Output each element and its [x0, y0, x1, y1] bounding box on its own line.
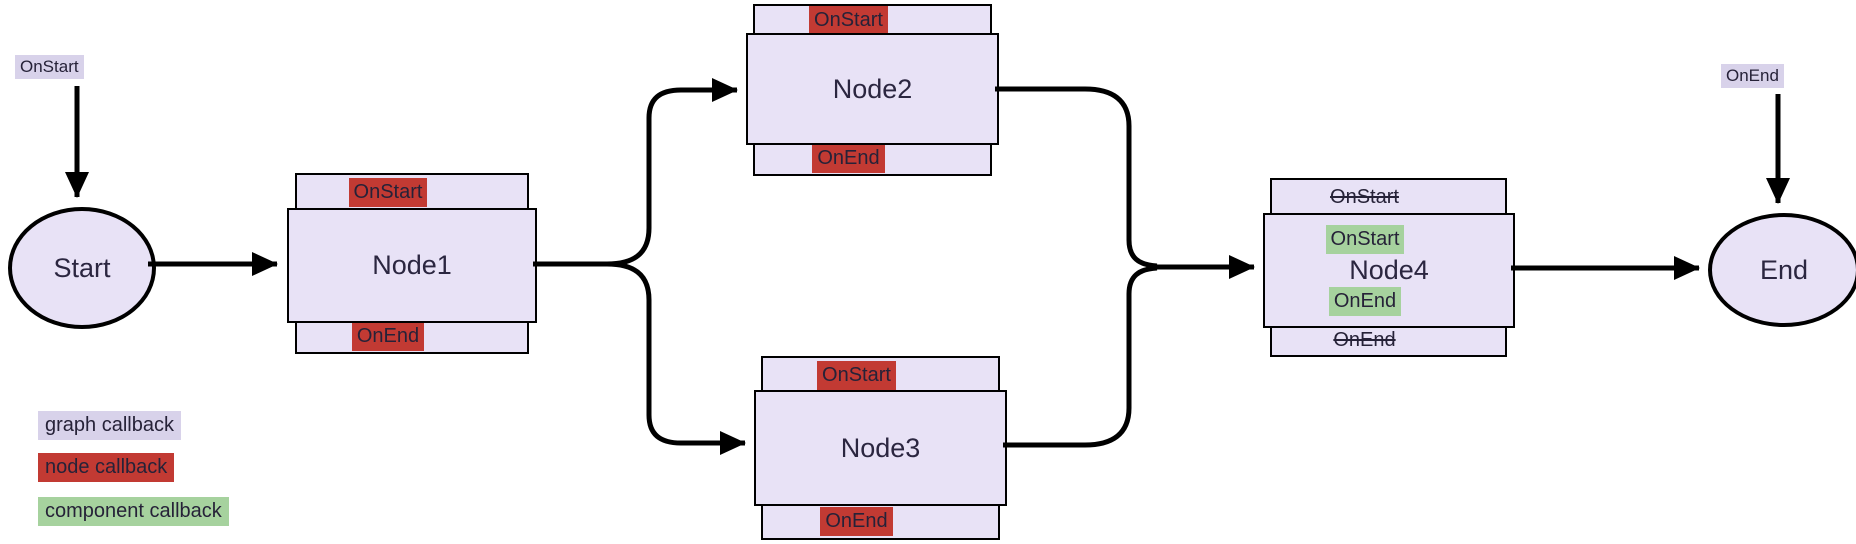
node3-onstart-label: OnStart [817, 360, 896, 390]
graph-onstart-label: OnStart [15, 55, 84, 79]
node4-onend-struck-label: OnEnd [1333, 329, 1396, 351]
node3-box: Node3 [754, 390, 1007, 506]
node2-onstart-tab: OnStart [753, 4, 992, 37]
node1-onend-label: OnEnd [351, 322, 425, 351]
legend-component-callback: component callback [38, 497, 229, 526]
end-terminal: End [1708, 213, 1856, 327]
node3-onend-label: OnEnd [820, 506, 893, 536]
node4-onstart-tab: OnStart [1270, 178, 1507, 217]
node1-box: Node1 [287, 208, 537, 323]
node3-title: Node3 [840, 432, 921, 463]
node4-component-onend-label: OnEnd [1328, 287, 1402, 316]
edge-node3-to-merge [1003, 265, 1158, 448]
node1-title: Node1 [372, 250, 452, 280]
legend-graph-callback: graph callback [38, 411, 181, 440]
node3-onstart-tab: OnStart [761, 356, 1000, 394]
legend-node-callback: node callback [38, 453, 175, 482]
start-terminal-label: Start [53, 252, 111, 283]
node2-onend-tab: OnEnd [753, 141, 992, 176]
node2-onstart-label: OnStart [809, 6, 888, 35]
edge-node2-to-merge [995, 86, 1158, 269]
node3-onend-tab: OnEnd [761, 502, 1000, 540]
node1-onstart-label: OnStart [348, 178, 428, 207]
node2-box: Node2 [746, 33, 999, 145]
node4-onend-tab: OnEnd [1270, 324, 1507, 357]
node4-box: OnStart Node4 OnEnd [1263, 213, 1515, 328]
graph-onend-label: OnEnd [1721, 64, 1784, 88]
node1-onstart-tab: OnStart [295, 173, 529, 212]
node4-onstart-struck-label: OnStart [1330, 186, 1399, 208]
end-terminal-label: End [1759, 254, 1809, 285]
node2-title: Node2 [832, 73, 913, 104]
edge-node1-to-node2 [533, 78, 738, 267]
node1-onend-tab: OnEnd [295, 319, 529, 354]
start-terminal: Start [8, 207, 156, 329]
node4-title: Node4 [1349, 255, 1429, 285]
node4-component-onstart-label: OnStart [1325, 225, 1405, 254]
node2-onend-label: OnEnd [812, 144, 885, 173]
edge-node1-to-node3 [533, 261, 746, 455]
